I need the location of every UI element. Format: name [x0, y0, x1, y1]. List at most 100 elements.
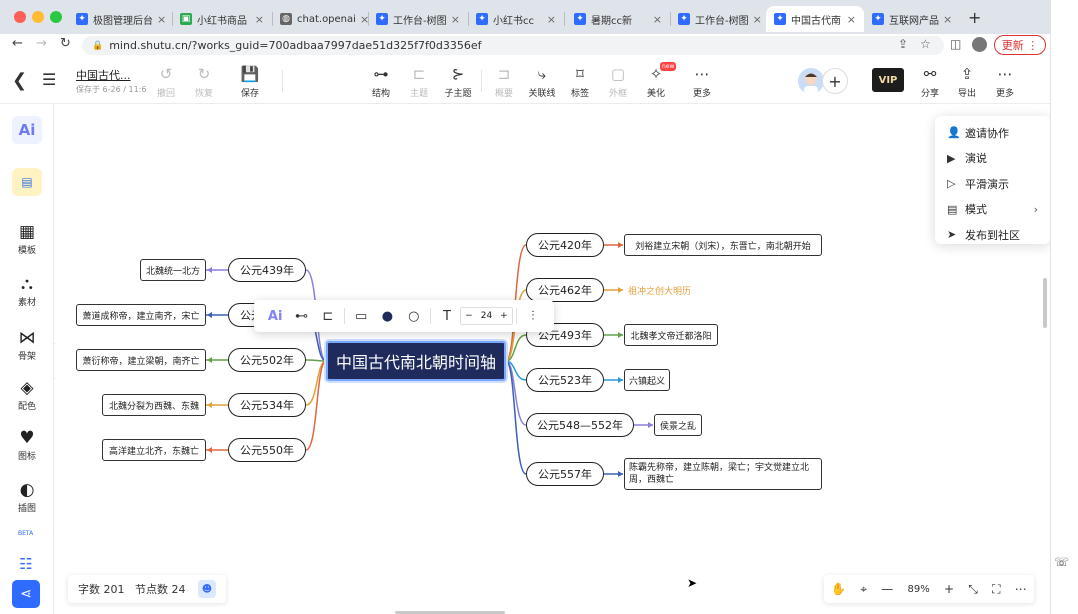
- dropdown-item[interactable]: ➤发布到社区: [935, 222, 1050, 248]
- more-menu-button[interactable]: ⋯更多: [985, 64, 1025, 99]
- child-topic-button[interactable]: ⊱子主题: [438, 64, 478, 99]
- update-button[interactable]: 更新 ⋮: [994, 35, 1046, 55]
- add-collaborator-button[interactable]: +: [822, 68, 848, 94]
- tab-close-icon[interactable]: ×: [943, 12, 953, 26]
- year-node-right[interactable]: 公元548—552年: [526, 413, 634, 437]
- robot-assistant-icon[interactable]: ☻: [198, 580, 216, 598]
- zoom-level[interactable]: 89%: [907, 583, 930, 595]
- document-title[interactable]: 中国古代...: [76, 69, 131, 82]
- event-node-left[interactable]: 北魏统一北方: [140, 259, 206, 281]
- vertical-scrollbar[interactable]: [1043, 278, 1047, 328]
- sidebar-item[interactable]: ♥图标: [0, 428, 54, 462]
- outline-list-icon[interactable]: ☷: [12, 552, 40, 576]
- forward-arrow-icon[interactable]: →: [36, 36, 47, 51]
- tab-close-icon[interactable]: ×: [652, 12, 662, 26]
- fill-color-icon[interactable]: ●: [381, 308, 394, 324]
- text-style-icon[interactable]: T: [443, 308, 451, 324]
- mindmap-canvas[interactable]: [55, 104, 1050, 614]
- sidebar-item[interactable]: ▦模板: [0, 222, 54, 256]
- share-button[interactable]: ⚯分享: [910, 64, 950, 99]
- exit-back-icon[interactable]: ❮: [12, 70, 28, 91]
- ai-assistant-button[interactable]: Ai: [12, 116, 42, 144]
- structure-button[interactable]: ⊶结构: [361, 64, 401, 99]
- ai-format-icon[interactable]: Ai: [267, 308, 283, 324]
- event-node-left[interactable]: 萧衍称帝，建立梁朝，南齐亡: [76, 349, 206, 371]
- tab-close-icon[interactable]: ×: [359, 12, 370, 26]
- tab-close-icon[interactable]: ×: [157, 12, 167, 26]
- format-settings-icon[interactable]: ⫶: [531, 308, 535, 324]
- side-tool-icon[interactable]: ☏: [1054, 555, 1070, 569]
- horizontal-scrollbar[interactable]: [395, 611, 505, 614]
- window-zoom-dot[interactable]: [50, 11, 62, 23]
- year-node-right[interactable]: 公元462年: [526, 278, 604, 302]
- browser-tab[interactable]: ✦极图管理后台×: [68, 6, 172, 32]
- event-node-right[interactable]: 六镇起义: [624, 369, 670, 391]
- sidebar-item[interactable]: ◐插图: [0, 480, 54, 514]
- frame-button[interactable]: ▢外框: [598, 64, 638, 99]
- browser-tab[interactable]: ✦工作台-树图×: [368, 6, 468, 32]
- mindmap-mode-icon[interactable]: ⋖: [12, 580, 40, 608]
- sidebar-item[interactable]: ⛬素材: [0, 274, 54, 308]
- new-tab-button[interactable]: +: [968, 8, 982, 27]
- hamburger-menu-icon[interactable]: ☰: [42, 70, 57, 89]
- summary-button[interactable]: ⊐概要: [484, 64, 524, 99]
- year-node-right[interactable]: 公元557年: [526, 462, 604, 486]
- browser-tab[interactable]: ✦工作台-树图×: [670, 6, 766, 32]
- relation-line-button[interactable]: ⤷关联线: [522, 64, 562, 99]
- hand-tool-icon[interactable]: ✋: [831, 582, 847, 596]
- export-button[interactable]: ⇪导出: [947, 64, 987, 99]
- redo-button[interactable]: ↻恢复: [184, 64, 224, 99]
- year-node-left[interactable]: 公元502年: [228, 348, 306, 372]
- dropdown-item[interactable]: ▤模式›: [935, 197, 1050, 223]
- zoom-out-button[interactable]: —: [881, 582, 894, 596]
- event-node-right[interactable]: 祖冲之创大明历: [624, 279, 700, 301]
- tab-close-icon[interactable]: ×: [450, 12, 460, 26]
- year-node-left[interactable]: 公元550年: [228, 438, 306, 462]
- tab-close-icon[interactable]: ×: [846, 12, 856, 26]
- more-tools-button[interactable]: ⋯更多: [682, 64, 722, 99]
- connector-style-icon[interactable]: ⊷: [294, 308, 308, 324]
- fit-view-icon[interactable]: ⤡: [968, 581, 978, 596]
- branch-style-icon[interactable]: ⊏: [322, 308, 334, 324]
- style-button[interactable]: ⊏主题: [399, 64, 439, 99]
- event-node-right[interactable]: 北魏孝文帝迁都洛阳: [624, 324, 718, 346]
- browser-tab[interactable]: ✦暑期cc新×: [566, 6, 670, 32]
- sidebar-item[interactable]: ⋈骨架: [0, 328, 54, 362]
- shape-icon[interactable]: ▭: [354, 308, 368, 324]
- sidepanel-icon[interactable]: ◫: [950, 37, 962, 51]
- vip-badge[interactable]: VIP: [872, 68, 904, 92]
- browser-tab[interactable]: ▣小红书商品×: [172, 6, 272, 32]
- border-color-icon[interactable]: ○: [408, 308, 420, 324]
- font-size-decrease[interactable]: −: [465, 311, 473, 321]
- sidebar-item[interactable]: ◈配色: [0, 378, 54, 412]
- browser-tab[interactable]: ◍chat.openai×: [272, 6, 370, 32]
- event-node-left[interactable]: 高洋建立北齐，东魏亡: [102, 439, 206, 461]
- collaborator-avatar[interactable]: [798, 68, 824, 94]
- root-topic[interactable]: 中国古代南北朝时间轴: [326, 341, 506, 381]
- dropdown-item[interactable]: ▷平滑演示: [935, 171, 1050, 197]
- tag-button[interactable]: ⌑标签: [560, 64, 600, 99]
- url-field[interactable]: 🔒 mind.shutu.cn/?works_guid=700adbaa7997…: [82, 36, 944, 55]
- help-more-icon[interactable]: ⋯: [1014, 582, 1027, 596]
- event-node-left[interactable]: 北魏分裂为西魏、东魏: [102, 394, 206, 416]
- browser-tab[interactable]: ✦小红书cc×: [468, 6, 564, 32]
- event-node-right[interactable]: 侯景之乱: [654, 414, 702, 436]
- browser-tab[interactable]: ✦互联网产品×: [864, 6, 958, 32]
- window-close-dot[interactable]: [14, 11, 26, 23]
- locate-icon[interactable]: ⌖: [860, 581, 868, 596]
- dropdown-item[interactable]: 👤邀请协作: [935, 120, 1050, 146]
- zoom-in-button[interactable]: +: [944, 582, 955, 596]
- tab-close-icon[interactable]: ×: [752, 12, 762, 26]
- undo-button[interactable]: ↺撤回: [146, 64, 186, 99]
- save-button[interactable]: 💾保存: [230, 64, 270, 99]
- profile-avatar[interactable]: [972, 37, 987, 52]
- event-node-right[interactable]: 刘裕建立宋朝（刘宋），东晋亡，南北朝开始: [624, 234, 822, 256]
- tab-close-icon[interactable]: ×: [254, 12, 264, 26]
- window-minimize-dot[interactable]: [32, 11, 44, 23]
- browser-tab[interactable]: ✦中国古代南×: [766, 6, 864, 32]
- bookmark-star-icon[interactable]: ☆: [920, 37, 931, 51]
- fullscreen-icon[interactable]: ⛶: [992, 581, 1001, 596]
- year-node-right[interactable]: 公元420年: [526, 233, 604, 257]
- font-size-increase[interactable]: +: [500, 311, 508, 321]
